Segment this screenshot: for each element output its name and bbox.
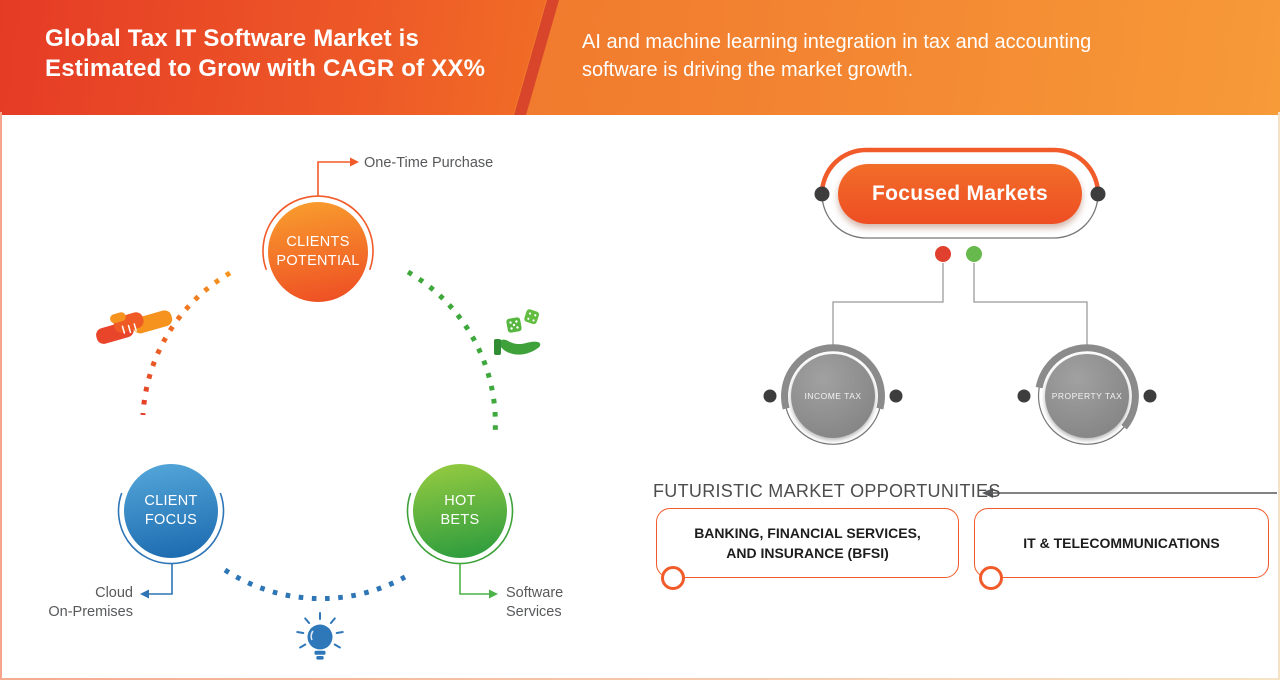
green-dot	[966, 246, 982, 262]
side-dot	[1017, 389, 1031, 403]
dice-in-hand-icon	[494, 309, 541, 355]
connector-cloud-on-premises	[140, 563, 173, 599]
dotted-arc-orange	[140, 270, 232, 416]
node-label: CLIENTS	[286, 234, 350, 250]
connector-one-time-purchase	[317, 157, 359, 196]
arrow-left-icon	[140, 589, 149, 599]
opportunities-heading: FUTURISTIC MARKET OPPORTUNITIES	[653, 481, 1001, 501]
node-label: CLIENT	[144, 493, 198, 509]
arrow-right-icon	[489, 589, 498, 599]
tree-connectors	[832, 263, 1088, 346]
it-telecom-box: IT & TELECOMMUNICATIONS	[974, 508, 1269, 590]
page-title-line2: Estimated to Grow with CAGR of XX%	[45, 55, 486, 82]
bottom-edge-accent	[0, 678, 1280, 680]
dotted-arc-blue	[223, 567, 407, 602]
bfsi-box-line1: BANKING, FINANCIAL SERVICES,	[694, 525, 921, 541]
handshake-icon	[96, 310, 173, 344]
income-tax-node: INCOME TAX	[791, 354, 875, 438]
property-tax-node: PROPERTY TAX	[1045, 354, 1129, 438]
income-tax-arcs	[763, 344, 903, 445]
stadium-left-dot	[814, 186, 830, 202]
page-title: Global Tax IT Software Market is Estimat…	[45, 24, 485, 84]
side-dot	[889, 389, 903, 403]
corner-ring-icon	[979, 566, 1003, 590]
callout-line: Services	[506, 603, 562, 620]
node-label: BETS	[440, 512, 480, 528]
focused-markets-title: Focused Markets	[871, 182, 1049, 205]
page-subtitle-line1: AI and machine learning integration in t…	[582, 31, 1092, 53]
node-label: HOT	[444, 493, 476, 509]
node-label: FOCUS	[144, 512, 198, 528]
corner-ring-icon	[661, 566, 685, 590]
node-client-focus: CLIENT FOCUS	[124, 464, 218, 558]
node-label: POTENTIAL	[276, 253, 360, 269]
header-banner	[0, 0, 1280, 115]
side-dot	[1143, 389, 1157, 403]
red-dot	[935, 246, 951, 262]
left-edge-accent	[0, 112, 2, 680]
arrow-right-icon	[350, 157, 359, 167]
ring-client-focus	[117, 492, 225, 565]
right-edge-accent	[1278, 112, 1280, 680]
bfsi-box-line2: AND INSURANCE (BFSI)	[726, 545, 889, 561]
income-tax-label: INCOME TAX	[804, 391, 862, 401]
property-tax-arcs	[1017, 344, 1157, 445]
page-subtitle: AI and machine learning integration in t…	[582, 28, 1091, 84]
lightbulb-icon	[296, 612, 344, 660]
node-hot-bets: HOT BETS	[413, 464, 507, 558]
callout-software-services: Software Services	[506, 584, 563, 621]
dotted-arc-green	[406, 269, 498, 436]
page-subtitle-line2: software is driving the market growth.	[582, 59, 914, 81]
focused-markets-outline	[814, 147, 1106, 239]
bfsi-box: BANKING, FINANCIAL SERVICES, AND INSURAN…	[656, 508, 959, 590]
callout-line: Cloud	[95, 585, 133, 601]
it-telecom-box-line1: IT & TELECOMMUNICATIONS	[1023, 535, 1220, 551]
header-right-panel	[513, 0, 1280, 115]
node-clients-potential: CLIENTS POTENTIAL	[268, 202, 368, 302]
callout-line: On-Premises	[48, 603, 133, 620]
arrow-left-icon	[982, 488, 993, 498]
ring-clients-potential	[262, 195, 374, 271]
connector-software-services	[459, 563, 498, 599]
page-title-line1: Global Tax IT Software Market is	[45, 25, 420, 52]
callout-cloud-on-premises: Cloud On-Premises	[29, 584, 133, 621]
opportunities-arrow	[982, 488, 1277, 498]
callout-line: Software	[506, 585, 564, 601]
property-tax-label: PROPERTY TAX	[1051, 391, 1123, 401]
callout-one-time-purchase: One-Time Purchase	[364, 155, 494, 171]
focused-markets-pill: Focused Markets	[838, 164, 1082, 224]
stadium-right-dot	[1090, 186, 1106, 202]
side-dot	[763, 389, 777, 403]
